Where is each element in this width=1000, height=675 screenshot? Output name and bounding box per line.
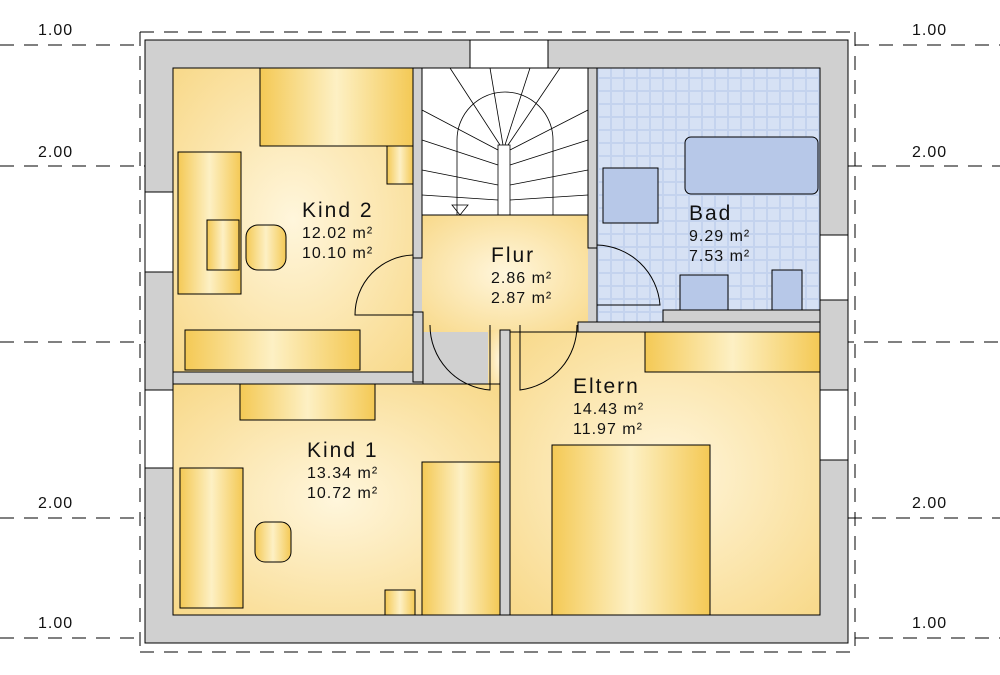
room-name: Eltern [573,375,640,398]
bathroom-fixtures [602,136,821,323]
room-area-net: 7.53 m² [689,248,751,266]
room-area-gross: 13.34 m² [307,465,379,483]
room-name: Bad [689,202,733,225]
dimension-right-2: 2.00 [912,144,948,161]
room-area-gross: 12.02 m² [302,225,374,243]
room-area-gross: 9.29 m² [689,228,751,246]
windows [144,39,849,469]
room-label-bad: Bad 9.29 m² 7.53 m² [689,201,750,267]
dimension-guides [0,31,1000,653]
dimension-right-4: 1.00 [912,615,948,632]
staircase [421,67,589,216]
room-area-net: 10.10 m² [302,245,374,263]
doors [354,244,661,391]
room-label-eltern: Eltern 14.43 m² 11.97 m² [573,374,644,440]
dimension-left-3: 2.00 [38,495,74,512]
furniture [177,67,821,616]
dimension-right-1: 1.00 [912,22,948,39]
dimension-left-4: 1.00 [38,615,74,632]
room-area-gross: 14.43 m² [573,401,645,419]
dimension-left-1: 1.00 [38,22,74,39]
room-area-net: 10.72 m² [307,485,379,503]
dimension-right-3: 2.00 [912,495,948,512]
room-label-kind1: Kind 1 13.34 m² 10.72 m² [307,438,379,504]
dimension-left-2: 2.00 [38,144,74,161]
room-flur [422,215,588,332]
room-name: Kind 2 [302,199,374,222]
room-name: Flur [491,244,536,267]
room-label-flur: Flur 2.86 m² 2.87 m² [491,243,552,309]
room-area-gross: 2.86 m² [491,270,553,288]
stair-treads [421,67,589,216]
room-area-net: 11.97 m² [573,421,643,439]
room-label-kind2: Kind 2 12.02 m² 10.10 m² [302,198,374,264]
room-area-net: 2.87 m² [491,290,553,308]
room-name: Kind 1 [307,439,379,462]
interior-walls [172,67,821,616]
